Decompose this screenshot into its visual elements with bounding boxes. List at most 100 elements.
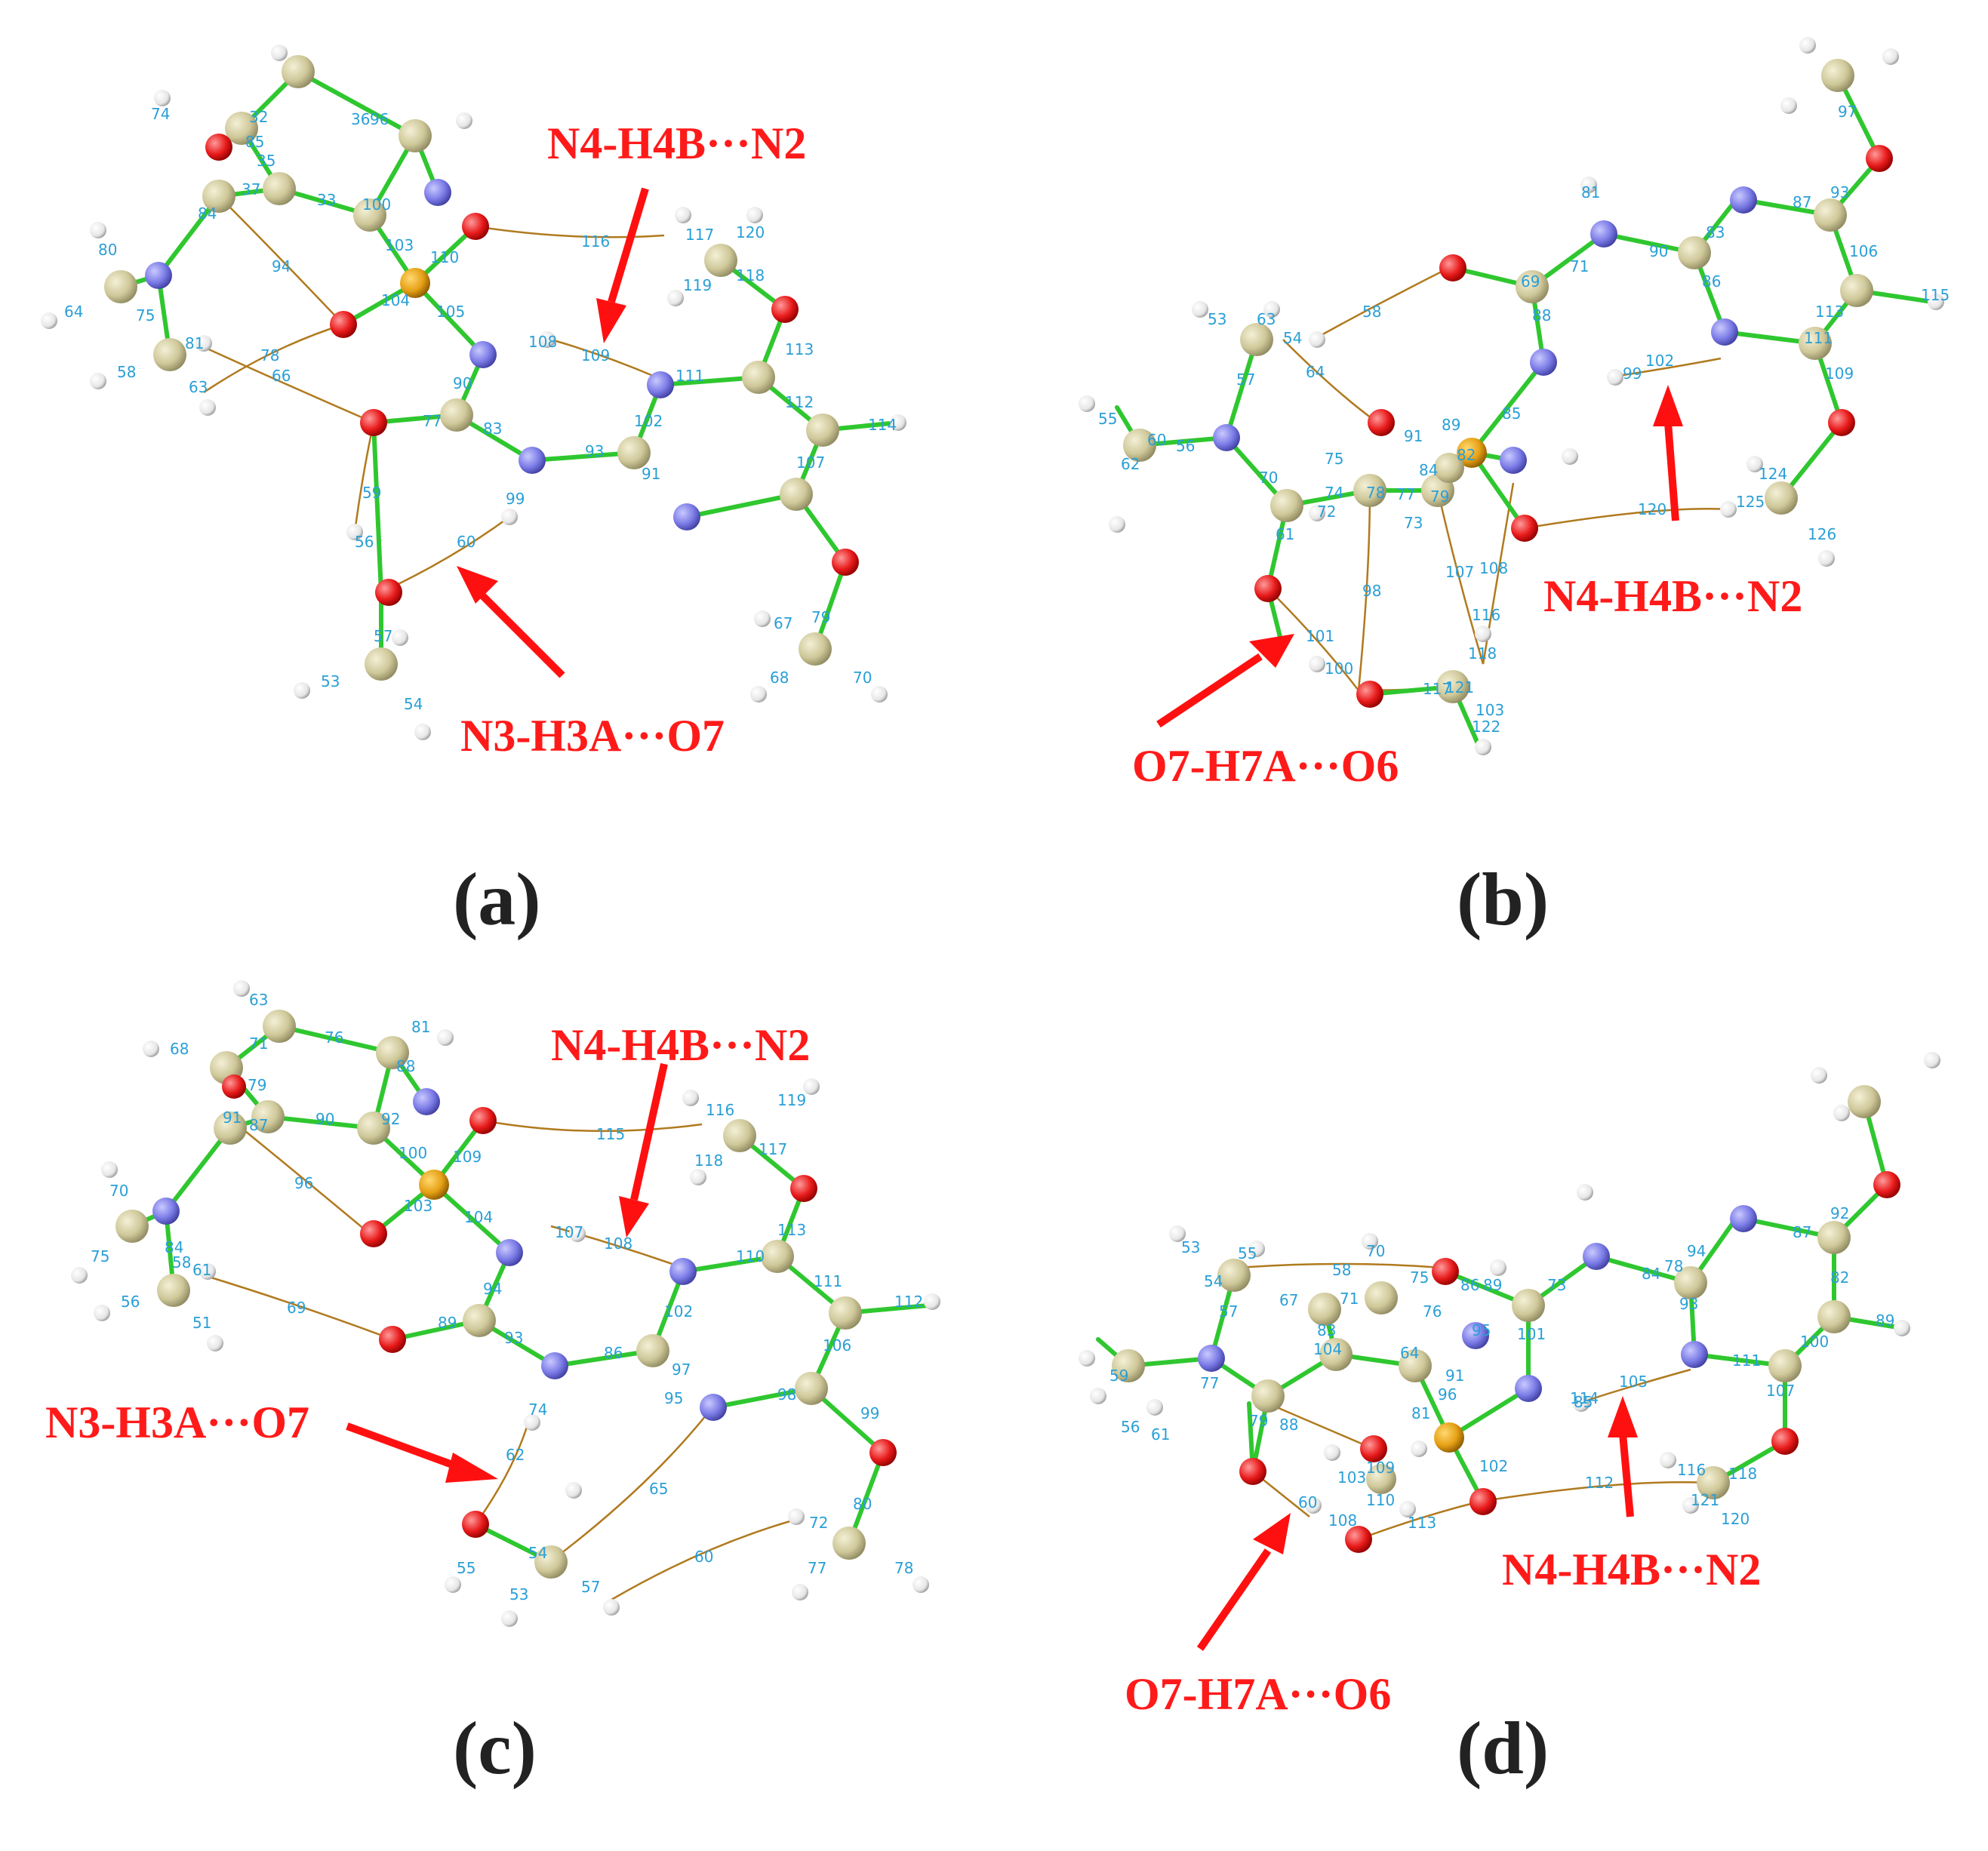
panel-b-atoms — [1079, 37, 1944, 755]
svg-text:53: 53 — [1208, 310, 1226, 328]
svg-text:73: 73 — [1404, 514, 1423, 532]
svg-text:74: 74 — [151, 105, 170, 123]
svg-text:57: 57 — [1219, 1302, 1238, 1321]
svg-text:95: 95 — [664, 1389, 683, 1407]
svg-text:117: 117 — [685, 226, 714, 244]
svg-text:69: 69 — [1521, 272, 1540, 291]
svg-text:60: 60 — [1298, 1493, 1317, 1511]
svg-text:113: 113 — [785, 340, 814, 358]
svg-text:109: 109 — [1366, 1459, 1395, 1477]
svg-text:115: 115 — [596, 1125, 625, 1143]
svg-text:124: 124 — [1759, 465, 1787, 483]
svg-text:93: 93 — [504, 1329, 523, 1347]
panel-d-hbond-label-1: O7-H7A···O6 — [1125, 1669, 1391, 1719]
svg-text:70: 70 — [1259, 469, 1278, 487]
svg-text:64: 64 — [1306, 363, 1325, 381]
svg-text:51: 51 — [192, 1314, 211, 1332]
svg-text:82: 82 — [1457, 446, 1476, 464]
svg-text:91: 91 — [223, 1108, 242, 1127]
svg-text:64: 64 — [1400, 1344, 1419, 1362]
svg-text:117: 117 — [1423, 680, 1451, 698]
svg-text:95: 95 — [1472, 1321, 1491, 1339]
svg-text:120: 120 — [1721, 1510, 1750, 1528]
panel-d-annotations: N4-H4B···N2 O7-H7A···O6 (d) — [1125, 1396, 1761, 1790]
svg-text:57: 57 — [581, 1578, 600, 1596]
svg-text:36: 36 — [351, 110, 370, 128]
svg-text:110: 110 — [736, 1247, 765, 1265]
svg-text:85: 85 — [1574, 1393, 1593, 1411]
svg-text:75: 75 — [1325, 450, 1343, 468]
svg-text:111: 111 — [675, 367, 704, 385]
svg-text:111: 111 — [1804, 329, 1833, 347]
svg-text:96: 96 — [1438, 1385, 1457, 1404]
svg-text:99: 99 — [506, 490, 525, 508]
panel-b-bonds — [1115, 73, 1934, 749]
panel-c-hbond-label-1: N4-H4B···N2 — [551, 1020, 810, 1070]
svg-text:91: 91 — [1445, 1367, 1464, 1385]
svg-text:63: 63 — [249, 991, 268, 1009]
panel-c-label: (c) — [453, 1706, 537, 1790]
panel-a-cp-labels: 32 36 37 35 33 100 103 104 105 110 116 1… — [64, 105, 897, 713]
svg-text:108: 108 — [528, 333, 557, 351]
svg-text:119: 119 — [777, 1091, 806, 1109]
svg-text:75: 75 — [136, 306, 155, 324]
svg-text:85: 85 — [245, 133, 264, 151]
svg-text:91: 91 — [642, 465, 660, 483]
svg-text:102: 102 — [1645, 352, 1674, 370]
svg-text:77: 77 — [1396, 485, 1415, 503]
svg-text:77: 77 — [808, 1559, 826, 1577]
svg-text:54: 54 — [404, 695, 423, 713]
svg-text:79: 79 — [1430, 487, 1449, 506]
svg-text:60: 60 — [1147, 431, 1166, 449]
svg-text:58: 58 — [1332, 1261, 1351, 1279]
svg-text:53: 53 — [321, 672, 340, 690]
svg-text:32: 32 — [249, 108, 268, 126]
svg-text:112: 112 — [785, 393, 814, 411]
svg-text:56: 56 — [121, 1293, 140, 1311]
svg-text:116: 116 — [1472, 606, 1500, 624]
svg-text:99: 99 — [860, 1404, 879, 1422]
panel-c-annotations: N4-H4B···N2 N3-H3A···O7 (c) — [45, 1020, 810, 1790]
svg-text:79: 79 — [811, 608, 830, 626]
svg-text:55: 55 — [457, 1559, 475, 1577]
svg-text:89: 89 — [1876, 1311, 1894, 1330]
svg-text:88: 88 — [396, 1057, 415, 1075]
svg-text:68: 68 — [170, 1040, 189, 1058]
panel-b: 53 63 57 55 60 62 56 58 54 64 69 71 88 8… — [1079, 37, 1950, 941]
svg-text:59: 59 — [1109, 1367, 1128, 1385]
svg-text:76: 76 — [325, 1029, 343, 1047]
svg-text:121: 121 — [1691, 1491, 1719, 1509]
svg-text:53: 53 — [1181, 1238, 1200, 1256]
svg-text:100: 100 — [1325, 660, 1353, 678]
svg-text:77: 77 — [423, 412, 442, 430]
panel-c-cp-labels: 63 68 71 76 81 88 79 91 87 90 92 100 109… — [91, 991, 923, 1603]
svg-text:107: 107 — [796, 454, 825, 472]
svg-text:94: 94 — [272, 257, 291, 275]
svg-text:90: 90 — [453, 374, 472, 392]
svg-text:103: 103 — [1476, 701, 1504, 719]
svg-text:78: 78 — [1366, 484, 1385, 502]
svg-text:56: 56 — [1176, 437, 1195, 455]
svg-text:115: 115 — [1921, 286, 1950, 304]
svg-text:109: 109 — [1825, 364, 1854, 383]
panel-b-hbond-label-2: O7-H7A···O6 — [1132, 741, 1399, 791]
svg-text:102: 102 — [1479, 1457, 1508, 1475]
svg-text:106: 106 — [1849, 242, 1878, 260]
svg-text:114: 114 — [1570, 1389, 1599, 1407]
svg-text:89: 89 — [1483, 1276, 1502, 1294]
svg-text:71: 71 — [1570, 257, 1589, 275]
svg-text:63: 63 — [189, 378, 208, 396]
svg-text:86: 86 — [1460, 1276, 1479, 1294]
svg-text:60: 60 — [694, 1548, 713, 1566]
svg-text:120: 120 — [1638, 500, 1666, 518]
panel-a-label: (a) — [453, 857, 541, 941]
svg-text:108: 108 — [1479, 559, 1508, 577]
panel-b-label: (b) — [1457, 857, 1549, 941]
svg-text:113: 113 — [1408, 1514, 1436, 1532]
svg-text:70: 70 — [853, 669, 872, 687]
svg-text:92: 92 — [381, 1110, 400, 1128]
svg-text:80: 80 — [98, 241, 117, 259]
svg-text:75: 75 — [91, 1247, 109, 1265]
panel-b-annotations: N4-H4B···N2 O7-H7A···O6 (b) — [1132, 385, 1802, 941]
